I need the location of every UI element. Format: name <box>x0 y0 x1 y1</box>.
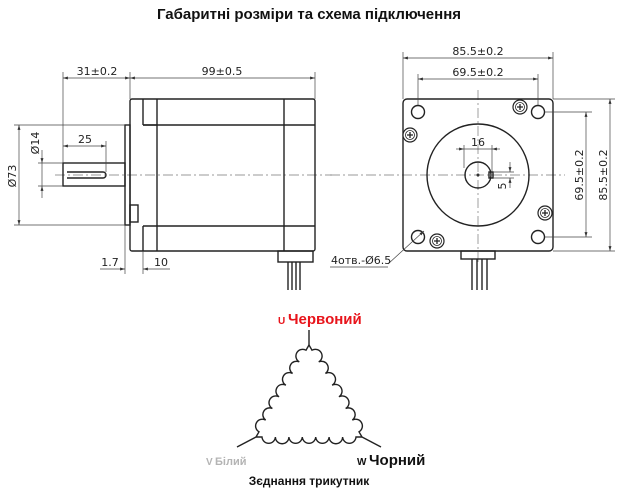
screw-icon <box>537 205 553 221</box>
v-wire-color: Білий <box>215 456 246 468</box>
lead-v <box>236 436 257 448</box>
cable-wires <box>287 262 301 290</box>
dim-body-length: 99±0.5 <box>202 65 243 78</box>
w-terminal-letter: W <box>357 457 367 468</box>
dim-flange-diameter: Ø73 <box>6 165 19 188</box>
cable-exit <box>277 250 314 263</box>
dim-front-plate: 10 <box>154 256 168 269</box>
dim-hole-spacing-v: 69.5±0.2 <box>573 149 586 200</box>
dim-width: 85.5±0.2 <box>452 45 503 58</box>
u-terminal-letter: U <box>278 316 285 327</box>
mounting-holes <box>410 104 546 245</box>
pilot-circle <box>426 123 530 227</box>
dim-flat-depth: 5 <box>496 183 509 190</box>
w-wire-color: Чорний <box>369 452 425 469</box>
keyway <box>67 171 107 179</box>
dim-height: 85.5±0.2 <box>597 149 610 200</box>
dim-shaft-length: 31±0.2 <box>77 65 118 78</box>
dim-flange-thickness: 1.7 <box>101 256 119 269</box>
dim-hole-spacing-h: 69.5±0.2 <box>452 66 503 79</box>
front-view: 85.5±0.2 69.5±0.2 69.5±0.2 85.5±0.2 16 5… <box>330 45 615 290</box>
dim-shaft-diameter: Ø14 <box>29 132 42 155</box>
u-wire-color: Червоний <box>288 311 362 328</box>
shaft-end <box>464 161 492 189</box>
screw-icon <box>402 127 418 143</box>
screw-icon <box>512 99 528 115</box>
screw-icon <box>429 233 445 249</box>
dim-key-length: 25 <box>78 133 92 146</box>
connector <box>129 204 139 223</box>
delta-wiring-diagram: U Червоний V Білий W Чорний Зєднання три… <box>206 311 425 488</box>
delta-coils <box>254 344 364 445</box>
side-view: 31±0.2 99±0.5 25 Ø73 Ø14 1.7 10 <box>6 65 332 290</box>
connection-caption: Зєднання трикутник <box>249 474 370 488</box>
page-title: Габаритні розміри та схема підключення <box>157 6 461 23</box>
shaft <box>62 162 126 187</box>
lead-w <box>361 436 382 448</box>
screws <box>402 99 553 249</box>
cable-exit-front <box>460 250 496 260</box>
cable-wires-front <box>471 259 488 290</box>
dim-flat-width: 16 <box>471 136 485 149</box>
v-terminal-letter: V <box>206 457 213 468</box>
holes-label: 4отв.-Ø6.5 <box>331 254 391 267</box>
